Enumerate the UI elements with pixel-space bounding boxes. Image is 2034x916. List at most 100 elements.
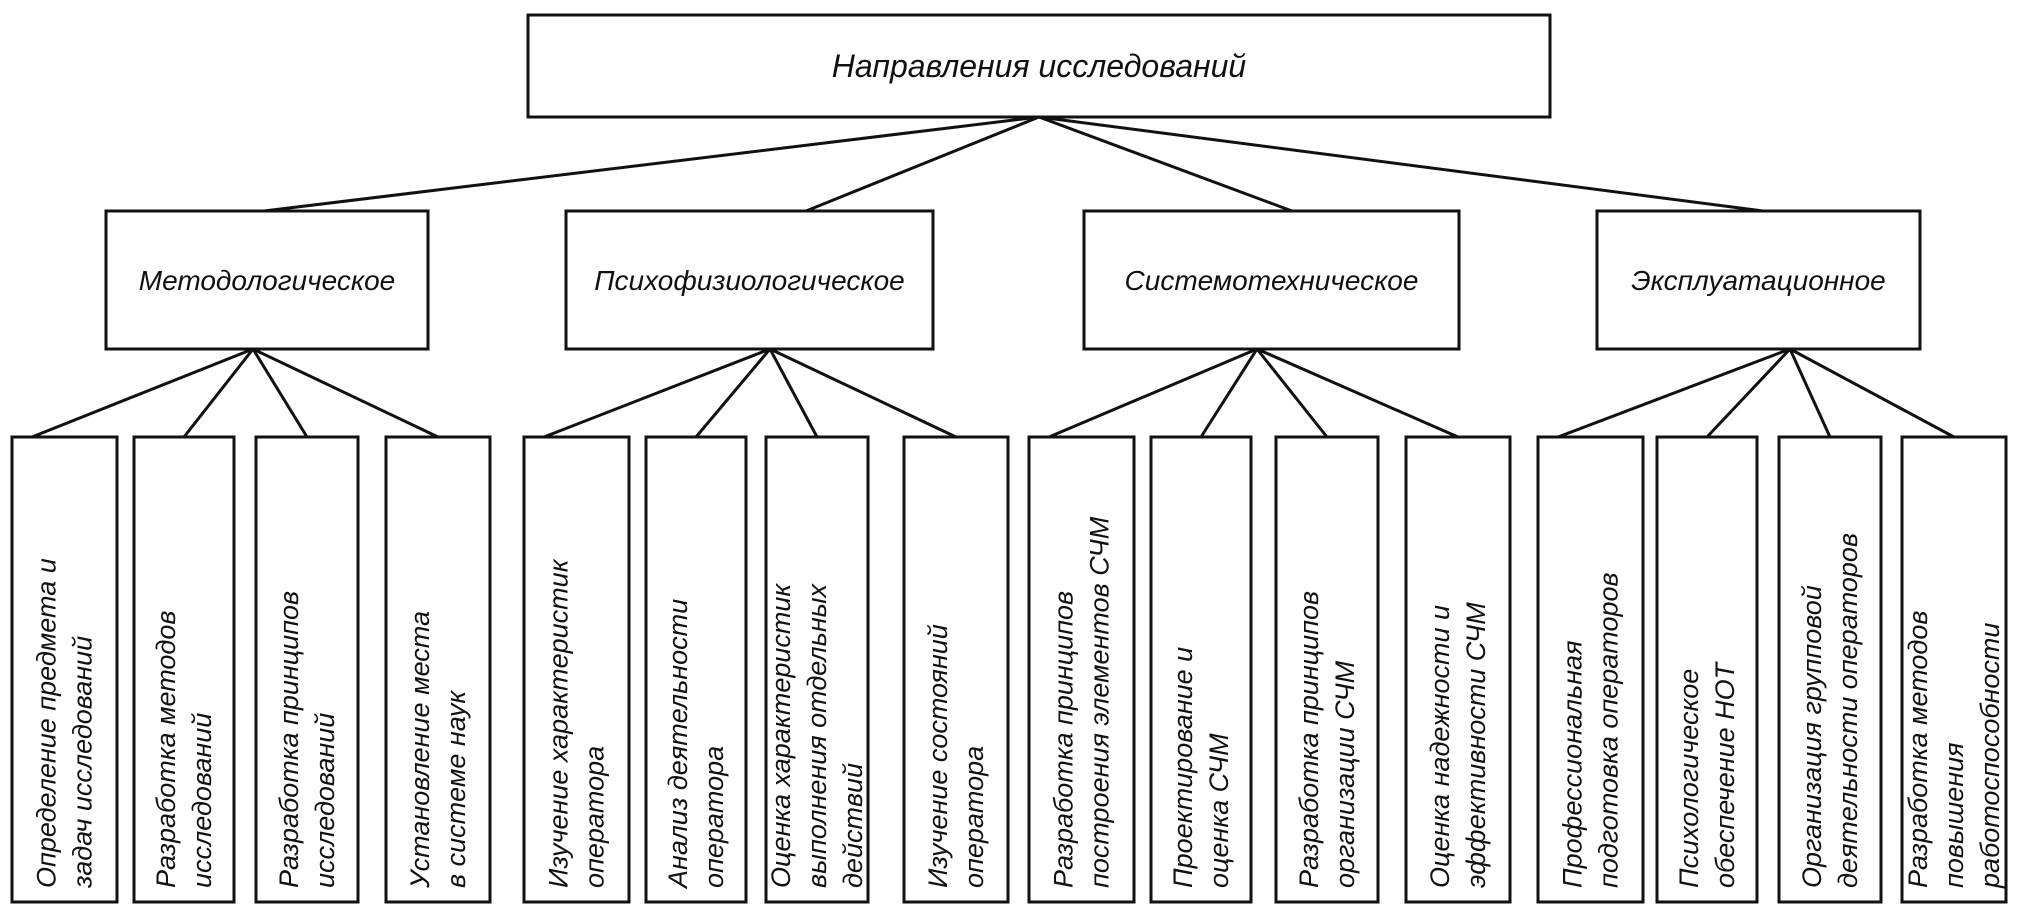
category-nodes: Методологическое Психофизиологическое Сист… <box>104 209 1922 351</box>
connector-category-to-leaf <box>1705 347 1792 439</box>
leaf-label-line: деятельности операторов <box>1833 533 1863 888</box>
category-node: Методологическое <box>104 209 430 351</box>
connector-category-to-leaf <box>251 348 309 438</box>
category-label: Системотехническое <box>1125 265 1419 296</box>
leaf-label-line: оператора <box>959 746 989 888</box>
leaf-label-line: подготовка операторов <box>1594 572 1624 888</box>
leaf-label-line: оценка СЧМ <box>1204 733 1234 888</box>
leaf-label-line: Разработка методов <box>1903 611 1933 888</box>
leaf-label-line: выполнения отдельных <box>802 582 832 888</box>
leaf-label-line: исследований <box>310 713 340 888</box>
connector-category-to-leaf <box>543 347 771 439</box>
leaf-label-line: повышения <box>1939 742 1969 888</box>
root-node: Направления исследований <box>526 13 1552 119</box>
leaf-label-line: задач исследований <box>68 636 98 889</box>
connector-root-to-category <box>263 115 1040 213</box>
connector-category-to-leaf <box>1557 347 1791 439</box>
leaf-label-line: оператора <box>699 746 729 888</box>
leaf-label-line: исследований <box>187 713 217 888</box>
leaf-label-line: Оценка надежности и <box>1425 605 1455 888</box>
connector-category-to-leaf <box>1048 347 1258 439</box>
connector-category-to-leaf <box>694 348 772 438</box>
leaf-label-line: Оценка характеристик <box>766 583 796 888</box>
leaf-label-line: Разработка принципов <box>274 591 304 888</box>
leaf-label-line: в системе наук <box>441 690 471 888</box>
connector-category-to-leaf <box>31 347 254 439</box>
leaf-label-line: действий <box>838 763 868 888</box>
category-node: Психофизиологическое <box>564 209 935 351</box>
category-node: Эксплуатационное <box>1595 209 1922 351</box>
leaf-label-line: Организация групповой <box>1797 585 1827 888</box>
connector-root-to-category <box>1038 115 1764 213</box>
leaf-label-line: Анализ деятельности <box>663 599 693 890</box>
category-label: Психофизиологическое <box>594 265 905 296</box>
leaf-label-line: построения элементов СЧМ <box>1085 516 1115 888</box>
connector-category-to-leaf <box>1256 347 1459 439</box>
category-label: Эксплуатационное <box>1631 265 1886 296</box>
connector-category-to-leaf <box>252 347 439 439</box>
leaf-label-line: Проектирование и <box>1168 647 1198 888</box>
connector-category-to-leaf <box>1255 348 1329 438</box>
connector-category-to-leaf <box>182 348 255 438</box>
connector-category-to-leaf <box>1199 348 1259 438</box>
connector-category-to-leaf <box>1788 348 1832 438</box>
leaf-label-line: оператора <box>580 746 610 888</box>
connector-category-to-leaf <box>768 348 819 438</box>
connector-root-to-category <box>805 115 1040 213</box>
connector-root-to-category <box>1038 115 1293 213</box>
leaf-label-line: Установление места <box>405 611 435 889</box>
connector-category-to-leaf <box>1789 347 1955 439</box>
leaf-label-line: эффективности СЧМ <box>1461 602 1491 888</box>
category-node: Системотехническое <box>1082 209 1461 351</box>
leaf-label-line: работоспособности <box>1975 623 2005 889</box>
leaf-label-line: организации СЧМ <box>1330 660 1360 888</box>
leaf-label-line: Разработка методов <box>151 611 181 888</box>
leaf-label-line: Психологическое <box>1674 669 1704 888</box>
leaf-label-line: Разработка принципов <box>1294 591 1324 888</box>
root-label: Направления исследований <box>832 48 1247 84</box>
connector-lines <box>31 115 1955 439</box>
leaf-label-line: Профессиональная <box>1558 641 1588 889</box>
leaf-label-line: Разработка принципов <box>1049 591 1079 888</box>
leaf-label-line: Изучение характеристик <box>544 558 574 888</box>
category-label: Методологическое <box>139 265 395 296</box>
connector-category-to-leaf <box>769 347 957 439</box>
leaf-label-line: обеспечение НОТ <box>1710 660 1740 888</box>
leaf-label-line: Изучение состояний <box>923 624 953 888</box>
leaf-label-line: Определение предмета и <box>32 558 62 888</box>
